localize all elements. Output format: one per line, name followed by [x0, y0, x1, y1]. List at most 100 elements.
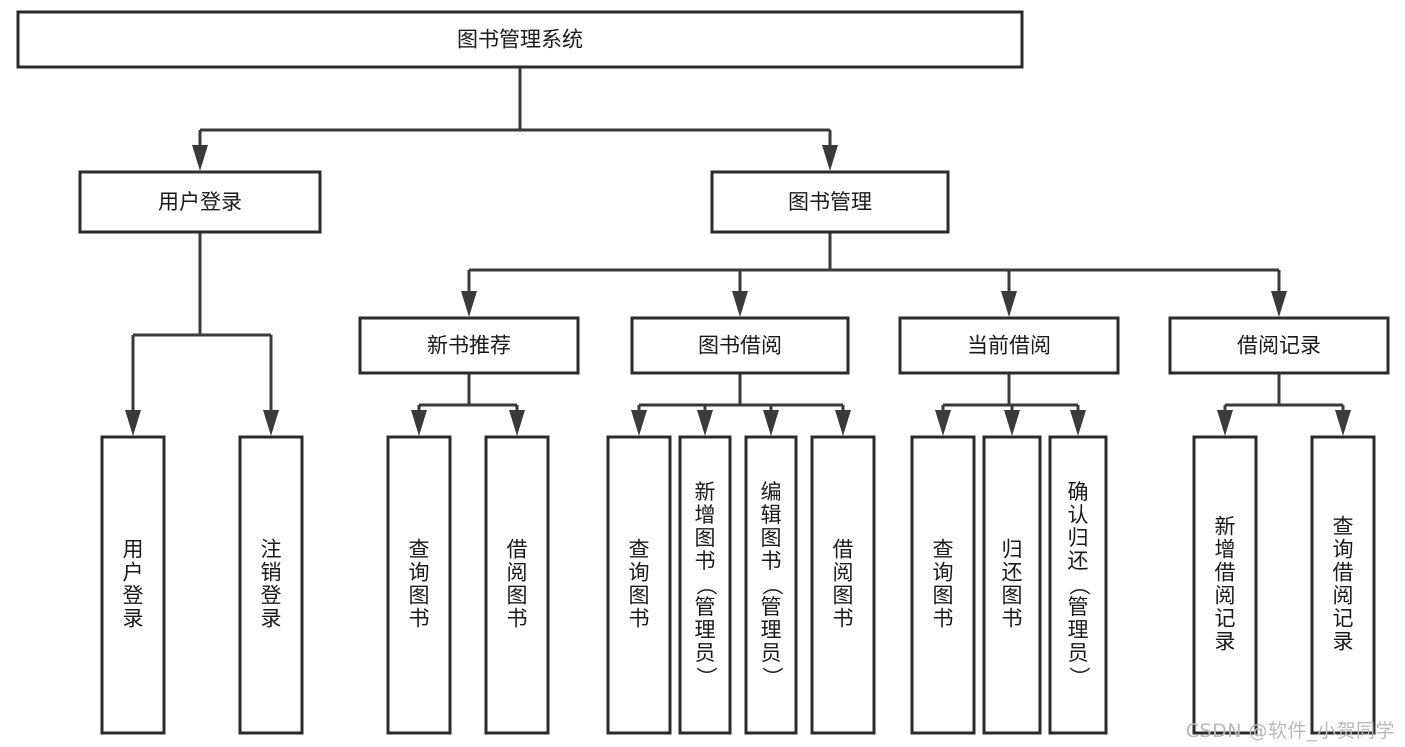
node-box[interactable]: [982, 435, 1042, 735]
node-book-borrow[interactable]: 图书借阅: [630, 316, 850, 375]
node-label-char: 管: [761, 595, 782, 619]
node-label: 用户登录: [158, 190, 242, 214]
node-box[interactable]: [16, 10, 1024, 69]
node-label: 图书管理系统: [457, 28, 583, 52]
connector-user-login-to-leaves: [125, 232, 279, 436]
node-box[interactable]: [606, 435, 672, 735]
node-label-char: 管: [695, 595, 716, 619]
node-box[interactable]: [238, 435, 304, 735]
node-label-char: 销: [261, 561, 282, 585]
node-label-char: 查: [1333, 515, 1354, 539]
node-label-char: 确: [1068, 480, 1089, 504]
connector-book-borrow-to-leaves: [631, 373, 851, 436]
node-label-char: 查: [409, 538, 430, 562]
node-label-char: 还: [1002, 561, 1023, 585]
node-label: 图书借阅: [698, 334, 782, 358]
connector-arrowhead-0: [1217, 410, 1233, 436]
node-label-char: 阅: [833, 561, 854, 585]
nodes-layer: 图书管理系统用户登录图书管理新书推荐图书借阅当前借阅借阅记录用户登录注销登录查询…: [16, 10, 1390, 735]
connector-arrowhead-2: [1070, 410, 1086, 436]
node-label-char: 员: [1068, 641, 1089, 665]
connector-arrowhead-1: [697, 410, 713, 436]
node-box[interactable]: [744, 435, 798, 735]
node-label-char: 新: [695, 480, 716, 504]
connector-arrowhead-1: [1335, 410, 1351, 436]
connector-arrowhead-3: [1271, 291, 1287, 317]
node-label-char: 图: [761, 526, 782, 550]
node-box[interactable]: [910, 435, 976, 735]
node-label-char: 编: [761, 480, 782, 504]
node-label-char: ）: [760, 667, 784, 688]
node-label-char: 登: [261, 584, 282, 608]
node-current-borrow[interactable]: 当前借阅: [898, 316, 1120, 375]
node-label-char: 图: [1002, 584, 1023, 608]
node-label-char: 书: [409, 607, 430, 631]
node-box[interactable]: [678, 435, 732, 735]
node-box[interactable]: [630, 316, 850, 375]
connector-arrowhead-1: [732, 291, 748, 317]
node-box[interactable]: [1168, 316, 1390, 375]
connector-arrowhead-3: [835, 410, 851, 436]
node-label-char: ）: [1067, 667, 1091, 688]
node-label-char: 借: [1333, 561, 1354, 585]
node-label: 新书推荐: [427, 334, 511, 358]
node-user-login[interactable]: 用户登录: [78, 170, 322, 234]
node-borrow-record[interactable]: 借阅记录: [1168, 316, 1390, 375]
node-label-char: 员: [761, 641, 782, 665]
connector-arrowhead-1: [1004, 410, 1020, 436]
node-box[interactable]: [810, 435, 876, 735]
node-label-char: 书: [507, 607, 528, 631]
node-new-book-recommend[interactable]: 新书推荐: [358, 316, 580, 375]
connector-arrowhead-2: [1001, 291, 1017, 317]
node-label-char: 阅: [1333, 584, 1354, 608]
node-box[interactable]: [1048, 435, 1108, 735]
node-label-char: 增: [695, 503, 716, 527]
node-label-char: 书: [761, 549, 782, 573]
node-label-char: 借: [1215, 561, 1236, 585]
node-box[interactable]: [78, 170, 322, 234]
node-label-char: 图: [409, 584, 430, 608]
node-label-char: 查: [933, 538, 954, 562]
connector-current-borrow-to-leaves: [935, 373, 1086, 436]
node-box[interactable]: [386, 435, 452, 735]
node-label-char: 认: [1068, 503, 1089, 527]
node-label-char: 新: [1215, 515, 1236, 539]
node-label-char: 记: [1215, 607, 1236, 631]
node-leaf-user-login[interactable]: 用户登录: [100, 435, 166, 735]
connector-arrowhead-0: [935, 410, 951, 436]
node-label-char: （: [1067, 575, 1091, 596]
node-box[interactable]: [1192, 435, 1258, 735]
node-label-char: 询: [1333, 538, 1354, 562]
node-box[interactable]: [358, 316, 580, 375]
node-box[interactable]: [484, 435, 550, 735]
node-box[interactable]: [898, 316, 1120, 375]
node-label-char: （: [694, 575, 718, 596]
node-label-char: 图: [933, 584, 954, 608]
node-box[interactable]: [100, 435, 166, 735]
node-label-char: 管: [1068, 595, 1089, 619]
node-label-char: 阅: [507, 561, 528, 585]
node-box[interactable]: [1310, 435, 1376, 735]
node-label-char: ）: [694, 667, 718, 688]
connector-arrowhead-0: [631, 410, 647, 436]
node-book-manage[interactable]: 图书管理: [710, 170, 950, 234]
node-label-char: 图: [507, 584, 528, 608]
node-root[interactable]: 图书管理系统: [16, 10, 1024, 69]
connector-arrowhead-0: [192, 145, 208, 171]
connector-arrowhead-1: [822, 145, 838, 171]
node-box[interactable]: [710, 170, 950, 234]
connector-arrowhead-1: [263, 410, 279, 436]
